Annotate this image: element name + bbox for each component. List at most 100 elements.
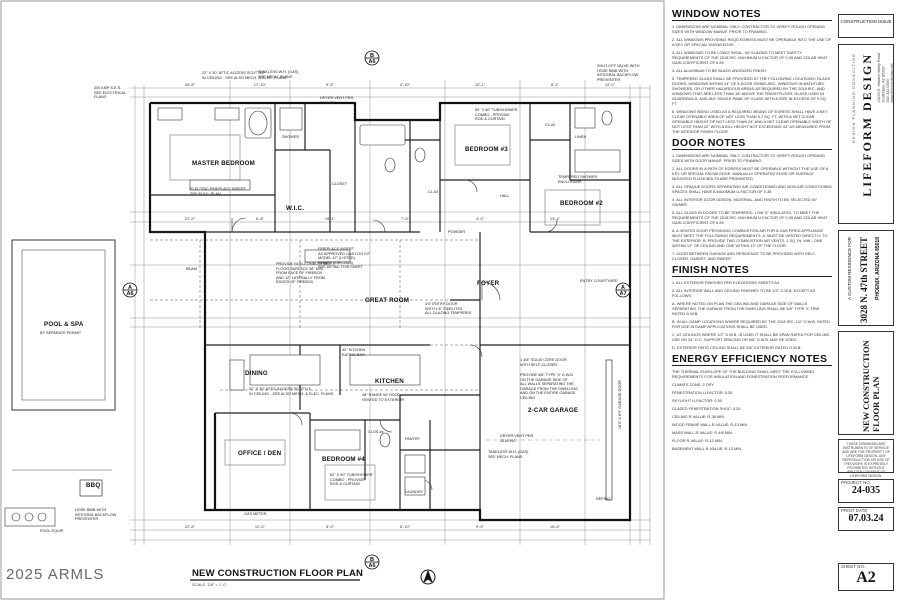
room-label-great-room: GREAT ROOM	[365, 297, 410, 304]
note-fire-door: 1 3/8" SOLID CORE DOOR WITH SELF-CLOSER	[520, 358, 567, 367]
note-tempered-shower: TEMPERED SHOWER ENCLOSURE	[558, 175, 598, 184]
note-paragraph: 2. ALL DOORS IN A PATH OF EGRESS MUST BE…	[672, 166, 829, 181]
title-block-date: PRINT DATE 07.03.24	[838, 507, 894, 531]
project-city: PHOENIX, ARIZONA 85018	[875, 237, 881, 300]
note-paragraph: 4. ALL INTERIOR DOOR DESIGN, MATERIAL, A…	[672, 197, 818, 207]
sheet-title: NEW CONSTRUCTION FLOOR PLAN	[861, 340, 881, 432]
room-label-pantry: PANTRY	[405, 437, 421, 441]
floor-plan: B A6 A A6 A A7 B A6 26'-8"17'-10"9'-5"4'…	[0, 0, 665, 600]
dimension-label: 9'-5"	[326, 82, 335, 87]
room-label-garage: 2-CAR GARAGE	[528, 407, 579, 414]
dimension-labels: 26'-8"17'-10"9'-5"4'-10"10'-1"8'-2"12'-0…	[185, 82, 616, 529]
watermark: 2025 ARMLS	[6, 566, 105, 583]
note-amp-panel: 200 AMP S.E.S. SEE ELECTRICAL PLANS	[94, 86, 127, 100]
dimension-label: 22'-8"	[185, 524, 196, 529]
project-address: 3028 N. 47th STREET	[859, 237, 869, 324]
note-entry-door: 4'0" ENTRY DOOR WITH 1'6" SIDELITES ALL …	[425, 302, 472, 316]
dimension-label: 7'-6"	[401, 216, 410, 221]
section-marker-sheet: A6	[368, 563, 375, 569]
firm-address: 10220 E. Hidden Valley Road Scottsdale, …	[877, 53, 895, 103]
note-paragraph: MASS WALL R-VALUE: R-4/6 MIN.	[672, 430, 734, 435]
note-shutoff-valve: SHUT-OFF VALVE WITH HOSE BIBB WITH INTEG…	[597, 64, 640, 82]
title-block-project: A CUSTOM RESIDENCE FOR 3028 N. 47th STRE…	[838, 230, 894, 326]
note-attic-scuttle: 22" X 30" ATTIC ACCESS SCUTTLE IN CEILIN…	[202, 71, 287, 80]
room-label-dining: DINING	[245, 370, 268, 377]
note-electric-fireplace: ELECTRIC FIREPLACE INSERT SEE ELEC. PLAN	[190, 187, 246, 196]
general-notes-panel: WINDOW NOTES 1. DIMENSIONS ARE NOMINAL ON…	[672, 6, 832, 596]
room-label-pool: POOL & SPA	[44, 321, 84, 328]
notes-section-title: ENERGY EFFICIENCY NOTES	[672, 353, 832, 366]
dimension-label: 10'-1"	[475, 82, 486, 87]
dimension-label: 9'-0"	[476, 524, 485, 529]
note-tub-shower: 60" X 60" TUB/SHOWER COMBO - PROVIDE ROD…	[475, 108, 518, 122]
pool-permit-note: BY SEPARATE PERMIT	[40, 331, 82, 335]
room-label-wic: W.I.C.	[286, 205, 305, 212]
north-arrow-icon	[420, 569, 436, 585]
note-paragraph: 6. WINDOWS BEING USED AS A REQUIRED MEAN…	[672, 109, 832, 134]
title-block-project-no: PROJECT NO. 24-035	[838, 479, 894, 503]
notes-section-title: DOOR NOTES	[672, 137, 832, 150]
copyright-text: THESE DRAWINGS ARE INSTRUMENTS OF SERVIC…	[842, 442, 890, 478]
note-gas-meter: GAS METER	[244, 512, 267, 516]
note-paragraph: 3. ALL WINDOWS TO BE LOW-E INSUL. W/ GLA…	[672, 50, 828, 65]
note-refrig: REFRIG.	[596, 497, 612, 501]
plan-title: NEW CONSTRUCTION FLOOR PLAN	[192, 568, 364, 579]
plumbing-fixtures	[157, 107, 621, 496]
firm-name: LIFEFORM DESIGN	[860, 53, 874, 197]
dimension-grid	[130, 80, 651, 545]
date-label: PRINT DATE	[841, 508, 868, 513]
sheet-number: A2	[856, 569, 876, 586]
title-block-copyright: THESE DRAWINGS ARE INSTRUMENTS OF SERVIC…	[838, 439, 894, 478]
dimension-label: 13'-4"	[550, 216, 561, 221]
section-marker-sheet: A7	[619, 291, 626, 297]
pool-outline	[11, 239, 116, 411]
dimension-label: 8'-2"	[551, 82, 560, 87]
note-garage-gwb: PROVIDE 5/8" TYPE 'X' G.W.B. ON THE GARA…	[520, 373, 578, 400]
sheet-label: SHEET NO.	[841, 564, 866, 569]
room-label-bedroom2: BEDROOM #2	[560, 200, 603, 207]
note-paragraph: CEILING R-VALUE: R-38 MIN.	[672, 414, 726, 419]
section-marker-letter: A	[128, 285, 132, 291]
room-label-bbq: BBQ	[86, 482, 101, 489]
project-no: 24-035	[851, 485, 881, 496]
room-label-hall: HALL	[500, 194, 510, 198]
section-marker-sheet: A6	[368, 59, 375, 65]
plan-scale: SCALE: 1/8" = 1'-0"	[192, 582, 227, 587]
note-paragraph: 2. ALL INTERIOR WALL AND CEILING FINISHE…	[672, 288, 816, 298]
dimension-label: 6'-8"	[256, 216, 265, 221]
title-block-sheet-no: SHEET NO. A2	[838, 563, 894, 591]
garage-door	[605, 359, 613, 501]
room-label-cl3: CL.#3	[428, 190, 439, 194]
dimension-label: 12'-5"	[255, 524, 266, 529]
note-beam: BEAM	[186, 267, 197, 271]
sheet-border	[0, 0, 665, 600]
room-label-entry-courtyard: ENTRY COURTYARD	[580, 279, 618, 283]
title-block-firm: LIFEFORM DESIGN DESIGN PLANNING CONSULTI…	[838, 44, 894, 224]
note-paragraph: 5. TEMPERED GLASS SHALL BE PROVIDED AT T…	[672, 76, 830, 106]
note-paragraph: THE THERMAL ENVELOPE OF THE BUILDING SHA…	[672, 369, 815, 379]
room-label-clos4: CLOS.#4	[368, 430, 384, 434]
note-paragraph: 1. DIMENSIONS ARE NOMINAL ONLY. CONTRACT…	[672, 153, 825, 163]
note-paragraph: 7. DOOR BETWEEN GARAGE AND RESIDENCE TO …	[672, 251, 817, 261]
note-paragraph: 1. DIMENSIONS ARE NOMINAL ONLY. CONTRACT…	[672, 24, 825, 34]
print-date: 07.03.24	[848, 513, 884, 524]
dimension-label: 15'-1"	[325, 216, 336, 221]
room-label-shower: SHOWER	[282, 135, 300, 139]
title-block-construction: CONSTRUCTION ISSUE	[838, 14, 894, 38]
note-range-hood: 48" RANGE W/ HOOD VENTED TO EXTERIOR	[362, 393, 405, 402]
section-marker-sheet: A6	[126, 291, 133, 297]
dimension-label: 21'-2"	[185, 216, 196, 221]
note-tankless-2: TANKLESS W.H. (GAS) SEE MECH. PLANS	[488, 450, 529, 459]
dimension-label: 17'-10"	[254, 82, 267, 87]
note-paragraph: FLOOR R-VALUE: R-13 MIN.	[672, 438, 723, 443]
note-noncombustible-floor: PROVIDE NON-COMBUSTIBLE FLOOR SURFACE 36…	[276, 262, 332, 285]
note-dryer-vent: DRYER VENT PER 2018 IRC	[320, 96, 354, 105]
room-label-office: OFFICE / DEN	[238, 450, 282, 457]
note-kitchen-bar: 42" KITCHEN EATING BAR	[342, 348, 366, 357]
notes-section-title: WINDOW NOTES	[672, 8, 832, 21]
note-fireplace-insert: FIREPLACE INSERT AS APPROVED GAS LOG KIT…	[318, 247, 371, 270]
room-label-master-bedroom: MASTER BEDROOM	[192, 160, 255, 167]
note-paragraph: B. IN ALL DAMP LOCATIONS WHERE REQUIRED …	[672, 319, 830, 329]
notes-section-title: FINISH NOTES	[672, 264, 832, 277]
note-paragraph: 3. ALL OPAQUE DOORS SEPARATING AIR CONDI…	[672, 184, 832, 194]
